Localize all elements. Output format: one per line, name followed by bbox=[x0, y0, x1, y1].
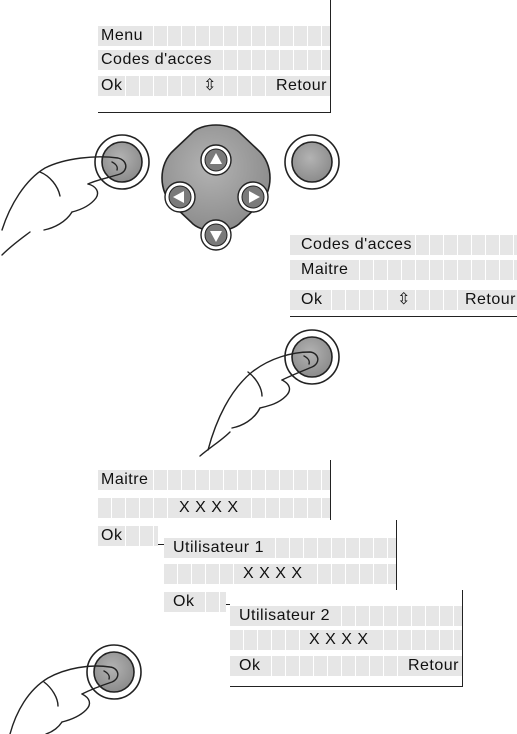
lcd-line-1: Utilisateur 2 bbox=[238, 606, 331, 626]
lcd-line-1: Utilisateur 1 bbox=[172, 538, 265, 558]
finger-pointing-hand bbox=[9, 665, 119, 734]
navigation-pad bbox=[161, 124, 271, 251]
up-down-arrows-icon: ⇳ bbox=[202, 76, 218, 96]
lcd-row: Ok ⇳ Retour bbox=[290, 290, 517, 310]
arrow-up-icon[interactable] bbox=[200, 144, 232, 176]
lcd-back-label: Retour bbox=[406, 656, 460, 676]
lcd-row: X X X X bbox=[164, 564, 396, 584]
up-down-arrows-icon: ⇳ bbox=[396, 290, 412, 310]
lcd-ok-label: Ok bbox=[100, 526, 124, 546]
arrow-down-icon[interactable] bbox=[200, 219, 232, 251]
lcd-row: Ok bbox=[98, 526, 158, 546]
lcd-row: Utilisateur 2 bbox=[230, 606, 462, 626]
lcd-line-1: Codes d'acces bbox=[300, 235, 413, 255]
lcd-ok-label: Ok bbox=[100, 76, 124, 96]
lcd-back-label: Retour bbox=[463, 290, 517, 310]
lcd-line-2: Maitre bbox=[300, 260, 350, 280]
lcd-code: X X X X bbox=[178, 498, 240, 518]
lcd-ok-label: Ok bbox=[238, 656, 262, 676]
lcd-code: X X X X bbox=[308, 630, 370, 650]
lcd-row: Menu bbox=[98, 26, 330, 46]
lcd-back-label: Retour bbox=[274, 76, 328, 96]
ok-button[interactable] bbox=[86, 644, 142, 700]
lcd-row: Maitre bbox=[290, 260, 517, 280]
lcd-row: X X X X bbox=[98, 498, 330, 518]
back-button[interactable] bbox=[284, 134, 340, 190]
lcd-row: Ok ⇳ Retour bbox=[98, 76, 330, 96]
lcd-row: Ok Retour bbox=[230, 656, 462, 676]
lcd-ok-label: Ok bbox=[300, 290, 324, 310]
finger-pointing-hand bbox=[199, 351, 319, 457]
lcd-menu-screen: Menu Codes d'acces Ok ⇳ Retour bbox=[98, 0, 331, 113]
lcd-row: Maitre bbox=[98, 470, 330, 490]
lcd-row: Codes d'acces bbox=[290, 235, 517, 255]
ok-button[interactable] bbox=[284, 329, 340, 385]
lcd-ok-label: Ok bbox=[172, 592, 196, 612]
lcd-row: Ok bbox=[164, 592, 226, 612]
lcd-row: Codes d'acces bbox=[98, 50, 330, 70]
ok-button[interactable] bbox=[94, 134, 150, 190]
lcd-row: Utilisateur 1 bbox=[164, 538, 396, 558]
lcd-line-1: Menu bbox=[100, 26, 145, 46]
lcd-line-1: Maitre bbox=[100, 470, 150, 490]
lcd-user2-screen: Utilisateur 2 X X X X Ok Retour bbox=[230, 590, 463, 687]
lcd-line-2: Codes d'acces bbox=[100, 50, 213, 70]
lcd-code: X X X X bbox=[242, 564, 304, 584]
finger-pointing-hand bbox=[1, 156, 127, 256]
arrow-left-icon[interactable] bbox=[164, 181, 196, 213]
lcd-codes-screen: Codes d'acces Maitre Ok ⇳ Retour bbox=[290, 210, 517, 317]
lcd-row: X X X X bbox=[230, 630, 462, 650]
arrow-right-icon[interactable] bbox=[237, 181, 269, 213]
